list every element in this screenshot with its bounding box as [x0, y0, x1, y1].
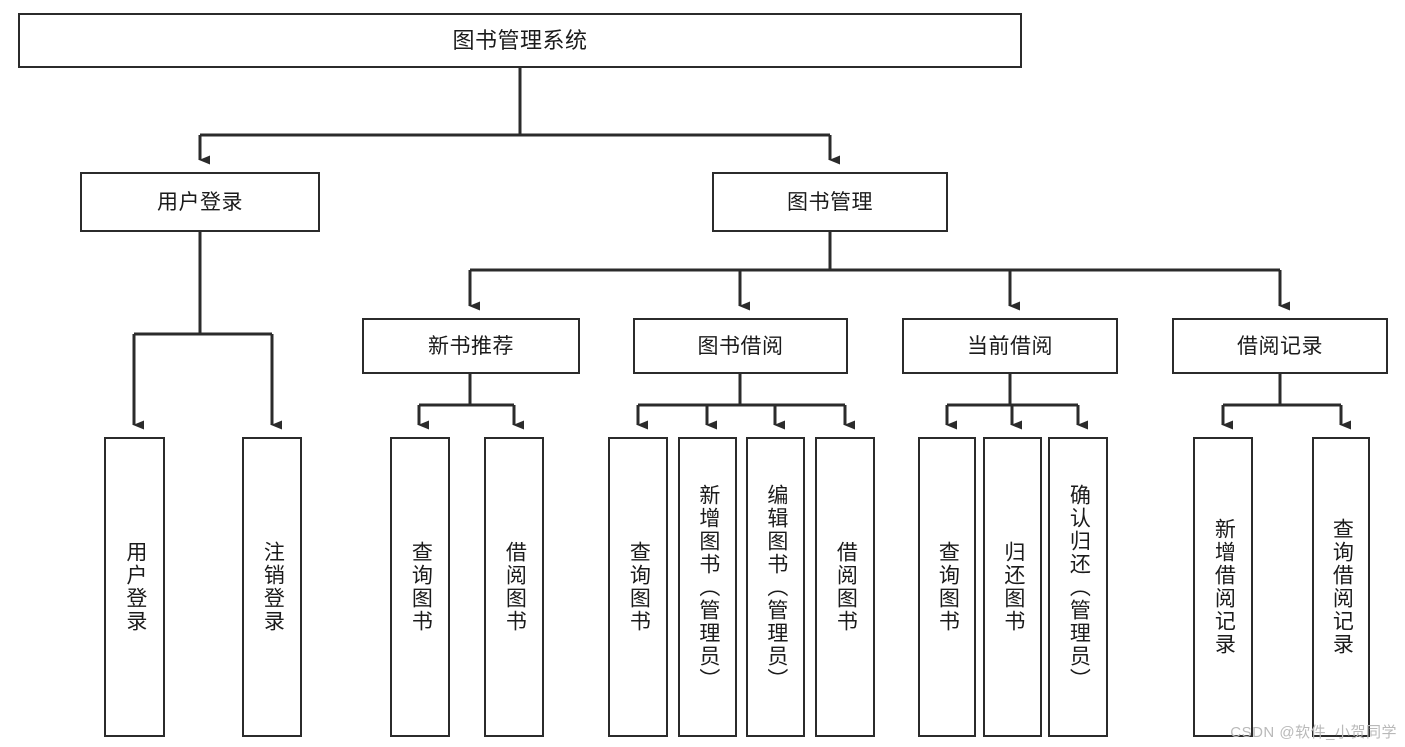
leaf-node-return-book[interactable]: 归还图书 [983, 437, 1042, 737]
leaf-node-query-book-recommend[interactable]: 查询图书 [390, 437, 450, 737]
leaf-node-user-login[interactable]: 用户登录 [104, 437, 165, 737]
node-label: 当前借阅 [967, 334, 1053, 358]
node-label: 图书借阅 [697, 334, 784, 358]
leaf-node-label: 编辑图书（管理员） [764, 483, 788, 691]
node-label: 用户登录 [157, 190, 243, 214]
node-root[interactable]: 图书管理系统 [18, 13, 1022, 68]
leaf-node-add-borrow-record[interactable]: 新增借阅记录 [1193, 437, 1253, 737]
leaf-node-label: 确认归还（管理员） [1067, 483, 1091, 691]
node-label: 借阅记录 [1237, 334, 1323, 358]
node-level2-book-management[interactable]: 图书管理 [712, 172, 948, 232]
node-level3-current-borrow[interactable]: 当前借阅 [902, 318, 1118, 374]
node-level3-book-borrow[interactable]: 图书借阅 [633, 318, 848, 374]
leaf-node-label: 查询借阅记录 [1330, 518, 1354, 656]
leaf-node-query-borrow-record[interactable]: 查询借阅记录 [1312, 437, 1370, 737]
leaf-node-label: 归还图书 [1001, 541, 1025, 633]
watermark: CSDN @软件_小贺同学 [1230, 724, 1397, 741]
leaf-node-query-book-borrow[interactable]: 查询图书 [608, 437, 668, 737]
leaf-node-label: 借阅图书 [834, 541, 858, 633]
leaf-node-confirm-return-admin[interactable]: 确认归还（管理员） [1048, 437, 1108, 737]
node-level2-user-login[interactable]: 用户登录 [80, 172, 320, 232]
leaf-node-edit-book-admin[interactable]: 编辑图书（管理员） [746, 437, 805, 737]
leaf-node-label: 查询图书 [409, 541, 433, 633]
leaf-node-label: 注销登录 [261, 541, 285, 633]
leaf-node-label: 查询图书 [627, 541, 651, 633]
leaf-node-label: 查询图书 [936, 541, 960, 633]
node-level3-borrow-record[interactable]: 借阅记录 [1172, 318, 1388, 374]
node-label: 图书管理 [787, 190, 873, 214]
node-level3-new-book-recommend[interactable]: 新书推荐 [362, 318, 580, 374]
leaf-node-label: 新增图书（管理员） [696, 483, 720, 691]
leaf-node-borrow-book-recommend[interactable]: 借阅图书 [484, 437, 544, 737]
leaf-node-label: 新增借阅记录 [1212, 518, 1236, 656]
node-label: 新书推荐 [428, 334, 514, 358]
leaf-node-label: 用户登录 [123, 541, 147, 633]
node-root-label: 图书管理系统 [452, 27, 588, 53]
leaf-node-borrow-book[interactable]: 借阅图书 [815, 437, 875, 737]
leaf-node-query-book-current[interactable]: 查询图书 [918, 437, 976, 737]
leaf-node-add-book-admin[interactable]: 新增图书（管理员） [678, 437, 737, 737]
leaf-node-logout[interactable]: 注销登录 [242, 437, 302, 737]
leaf-node-label: 借阅图书 [503, 541, 527, 633]
